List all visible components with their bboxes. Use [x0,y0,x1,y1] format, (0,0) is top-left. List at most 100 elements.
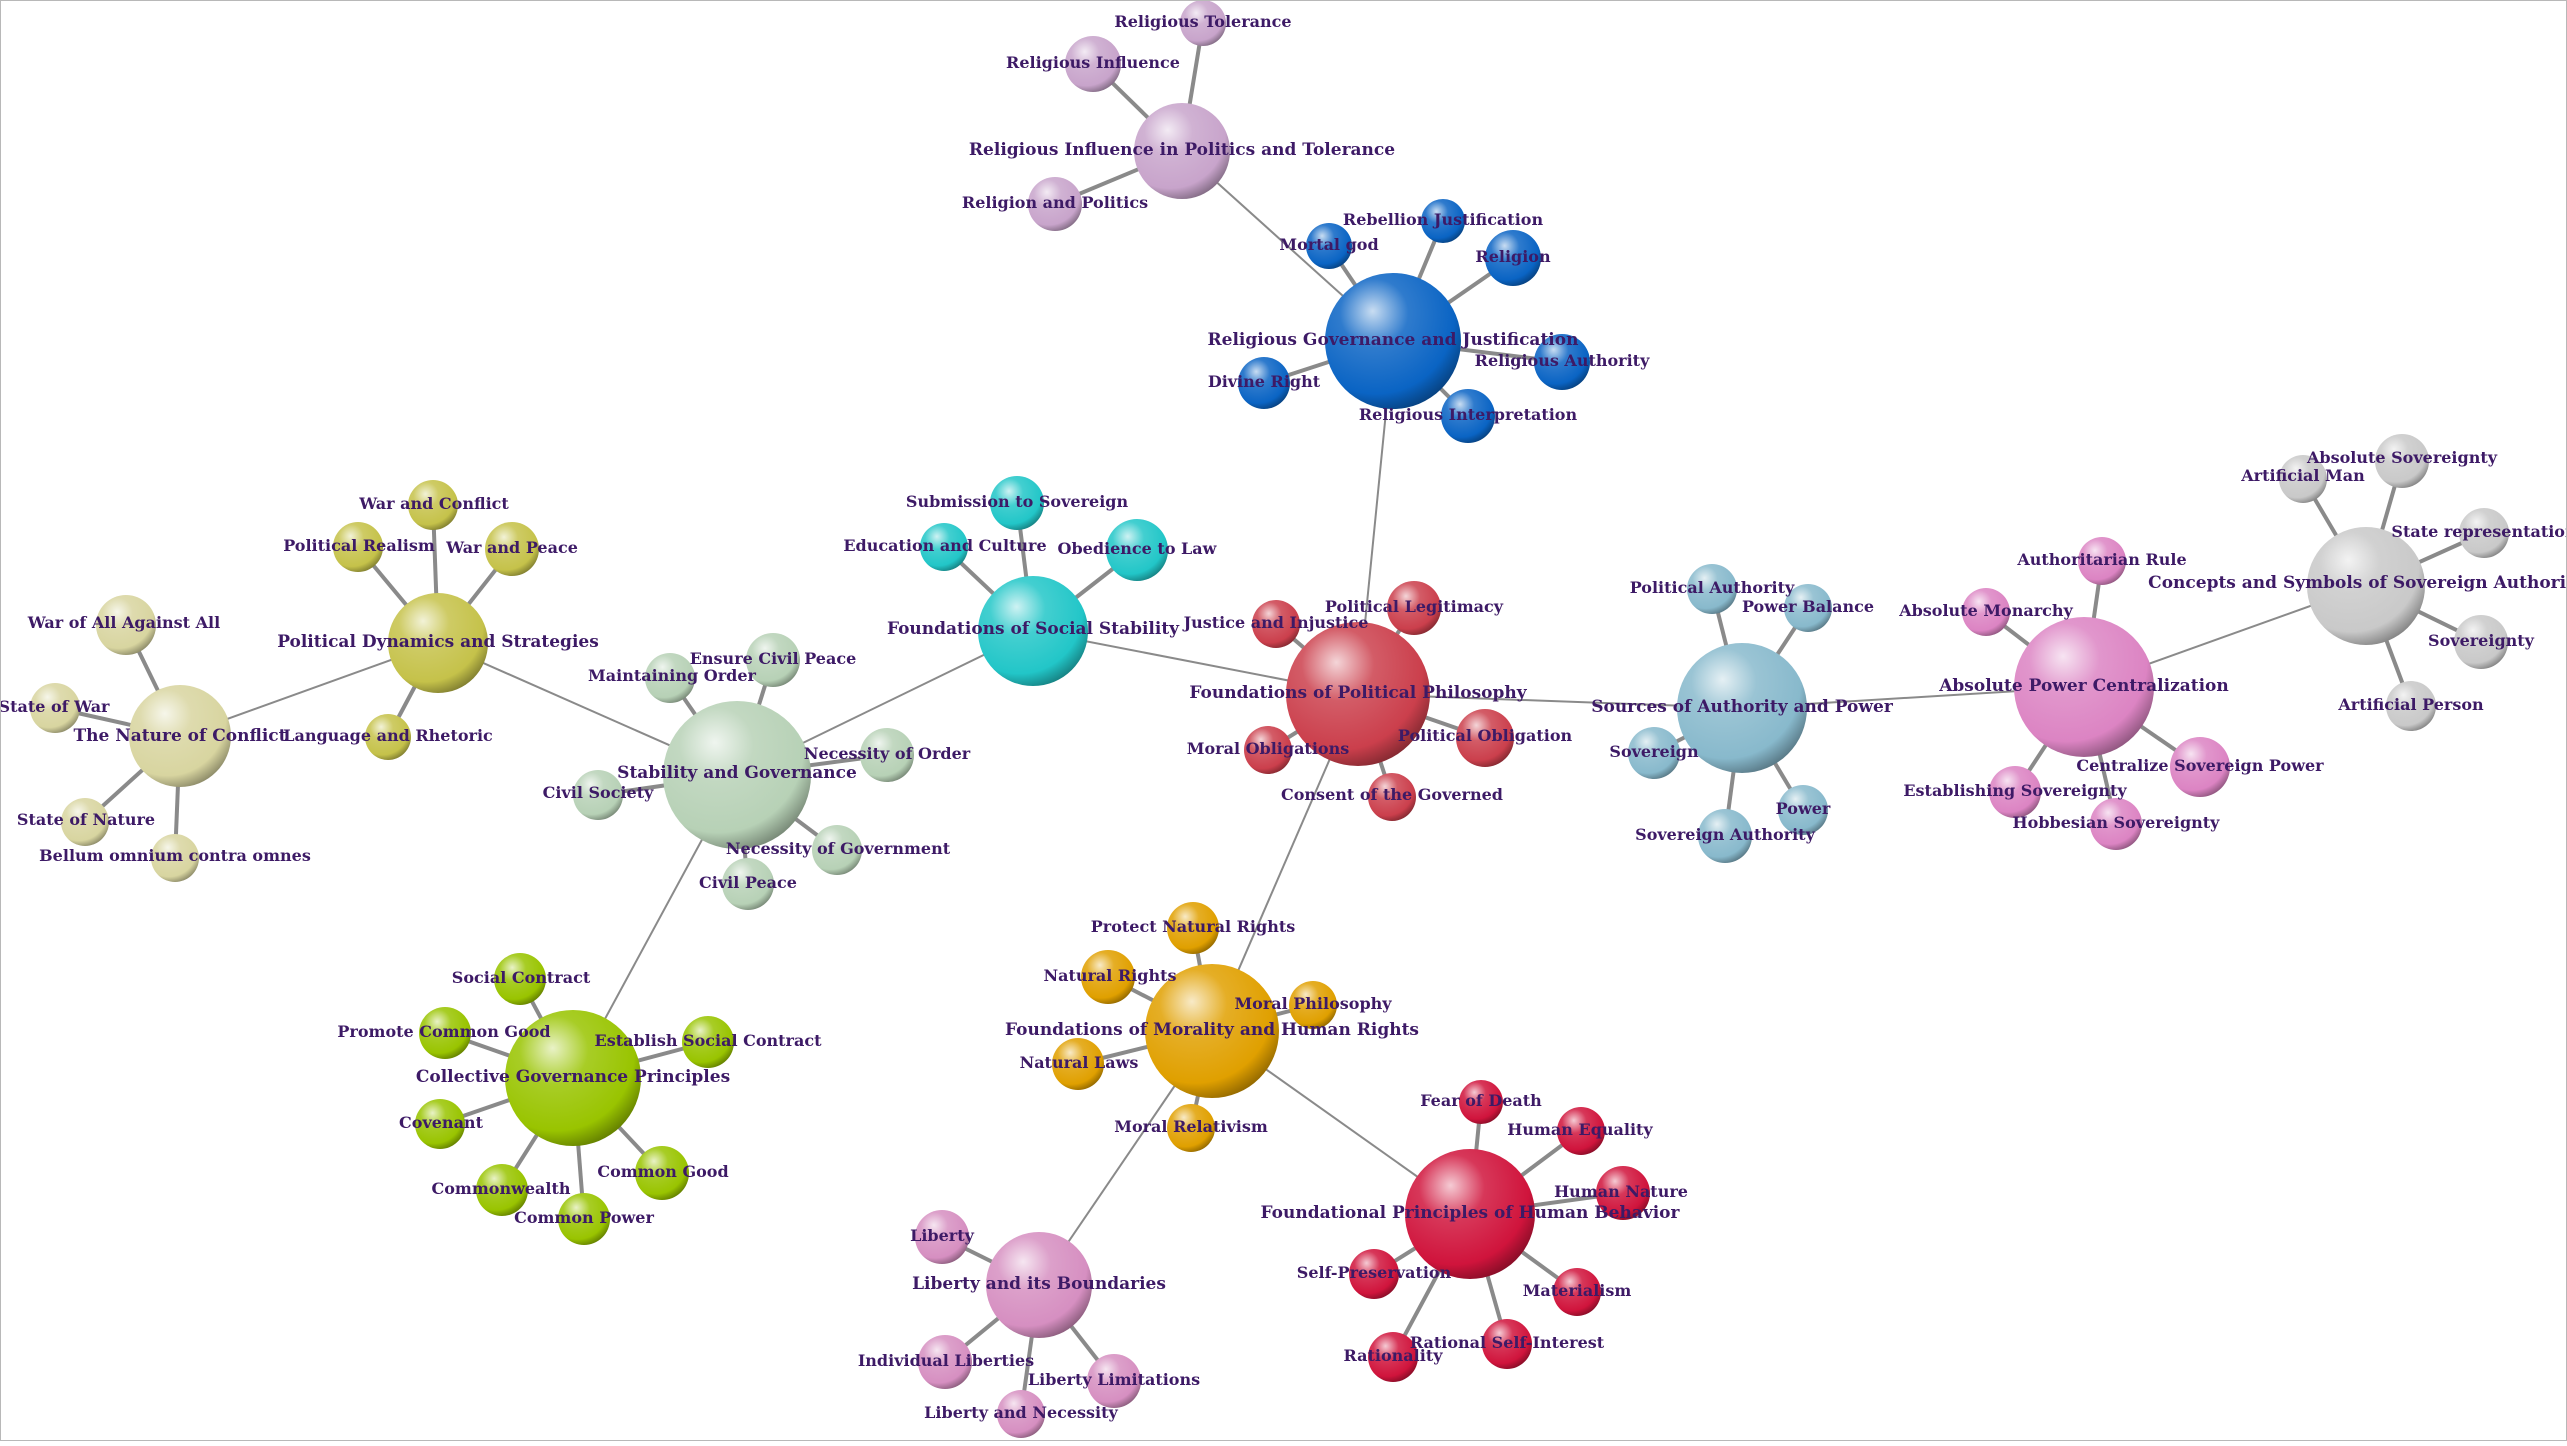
leaf-node-necessity-of-government[interactable] [812,825,862,875]
leaf-node-justice-and-injustice[interactable] [1252,600,1300,648]
leaf-node-political-obligation[interactable] [1456,709,1514,767]
leaf-node-consent-of-the-governed[interactable] [1368,773,1416,821]
leaf-node-religious-interpretation[interactable] [1441,389,1495,443]
leaf-node-social-contract[interactable] [494,953,546,1005]
leaf-label-state-of-nature: State of Nature [17,810,155,829]
leaf-node-promote-common-good[interactable] [419,1007,471,1059]
leaf-node-absolute-sovereignty[interactable] [2375,434,2429,488]
leaf-node-civil-society[interactable] [573,770,623,820]
leaf-node-hobbesian-sovereignty[interactable] [2090,798,2142,850]
leaf-label-civil-peace: Civil Peace [699,873,797,892]
hub-label-stability-and-governance: Stability and Governance [617,763,857,783]
hub-node-religious-influence-in-politics-and-tolerance[interactable] [1134,103,1230,199]
leaf-node-centralize-sovereign-power[interactable] [2170,737,2230,797]
hub-node-absolute-power-centralization[interactable] [2014,617,2154,757]
leaf-label-war-and-peace: War and Peace [445,538,578,557]
leaf-node-power[interactable] [1778,785,1828,835]
leaf-node-common-power[interactable] [558,1193,610,1245]
leaf-node-war-and-peace[interactable] [485,522,539,576]
leaf-node-common-good[interactable] [635,1146,689,1200]
hub-node-liberty-and-its-boundaries[interactable] [986,1232,1092,1338]
leaf-node-authoritarian-rule[interactable] [2078,537,2126,585]
leaf-node-moral-relativism[interactable] [1167,1104,1215,1152]
leaf-label-power: Power [1776,799,1831,818]
hub-node-sources-of-authority-and-power[interactable] [1677,643,1807,773]
leaf-node-bellum-omnium-contra-omnes[interactable] [151,834,199,882]
leaf-node-divine-right[interactable] [1238,357,1290,409]
leaf-node-moral-obligations[interactable] [1244,726,1292,774]
leaf-node-maintaining-order[interactable] [645,653,695,703]
hub-node-concepts-and-symbols-of-sovereign-authority[interactable] [2307,527,2425,645]
leaf-node-human-equality[interactable] [1557,1107,1605,1155]
leaf-node-liberty-and-necessity[interactable] [997,1390,1045,1438]
leaf-label-language-and-rhetoric: Language and Rhetoric [283,726,493,745]
leaf-node-sovereign-authority[interactable] [1698,809,1752,863]
leaf-node-state-representation[interactable] [2459,508,2509,558]
leaf-node-war-of-all-against-all[interactable] [96,595,156,655]
leaf-label-rebellion-justification: Rebellion Justification [1343,210,1544,229]
leaf-node-human-nature[interactable] [1596,1166,1650,1220]
leaf-node-religion[interactable] [1485,230,1541,286]
leaf-node-individual-liberties[interactable] [918,1335,972,1389]
leaf-node-political-realism[interactable] [333,522,383,572]
leaf-node-sovereignty[interactable] [2454,615,2508,669]
leaf-node-self-preservation[interactable] [1349,1249,1399,1299]
leaf-node-religious-influence[interactable] [1065,36,1121,92]
hub-label-religious-influence-in-politics-and-tolerance: Religious Influence in Politics and Tole… [969,140,1395,160]
hub-node-political-dynamics-and-strategies[interactable] [388,593,488,693]
leaf-label-sovereign: Sovereign [1609,742,1699,761]
leaf-label-liberty-and-necessity: Liberty and Necessity [924,1403,1118,1422]
leaf-node-ensure-civil-peace[interactable] [746,633,800,687]
leaf-node-war-and-conflict[interactable] [408,480,458,530]
leaf-node-rationality[interactable] [1368,1332,1418,1382]
hub-node-collective-governance-principles[interactable] [505,1010,641,1146]
leaf-node-language-and-rhetoric[interactable] [365,714,411,760]
leaf-node-sovereign[interactable] [1628,727,1680,779]
leaf-node-natural-rights[interactable] [1081,950,1135,1004]
leaf-node-education-and-culture[interactable] [920,523,968,571]
leaf-node-fear-of-death[interactable] [1459,1080,1503,1124]
leaf-node-artificial-person[interactable] [2386,681,2436,731]
leaf-node-political-legitimacy[interactable] [1387,581,1441,635]
leaf-node-liberty-limitations[interactable] [1087,1354,1141,1408]
leaf-node-religious-tolerance[interactable] [1180,0,1226,46]
leaf-label-political-authority: Political Authority [1630,578,1795,597]
leaf-label-hobbesian-sovereignty: Hobbesian Sovereignty [2013,813,2221,832]
leaf-node-commonwealth[interactable] [476,1164,528,1216]
leaf-node-natural-laws[interactable] [1052,1038,1104,1090]
leaf-label-ensure-civil-peace: Ensure Civil Peace [690,649,857,668]
hub-node-the-nature-of-conflict[interactable] [129,685,231,787]
hub-node-foundations-of-morality-and-human-rights[interactable] [1145,964,1279,1098]
leaf-node-rational-self-interest[interactable] [1482,1319,1532,1369]
hub-node-religious-governance-and-justification[interactable] [1325,273,1461,409]
leaf-node-artificial-man[interactable] [2279,455,2327,503]
leaf-node-obedience-to-law[interactable] [1106,519,1168,581]
leaf-node-power-balance[interactable] [1784,584,1832,632]
hub-node-foundational-principles-of-human-behavior[interactable] [1405,1149,1535,1279]
leaf-label-justice-and-injustice: Justice and Injustice [1182,613,1369,632]
leaf-node-establishing-sovereignty[interactable] [1989,766,2041,818]
leaf-node-liberty[interactable] [915,1210,969,1264]
leaf-node-state-of-nature[interactable] [61,798,109,846]
leaf-label-establish-social-contract: Establish Social Contract [595,1031,823,1050]
leaf-node-religious-authority[interactable] [1534,334,1590,390]
leaf-node-mortal-god[interactable] [1306,223,1352,269]
leaf-node-absolute-monarchy[interactable] [1962,588,2010,636]
hub-node-foundations-of-social-stability[interactable] [978,576,1088,686]
hub-node-stability-and-governance[interactable] [663,701,811,849]
leaf-node-covenant[interactable] [415,1099,465,1149]
leaf-node-submission-to-sovereign[interactable] [990,476,1044,530]
leaf-label-absolute-monarchy: Absolute Monarchy [1898,601,2073,620]
hub-node-foundations-of-political-philosophy[interactable] [1286,622,1430,766]
leaf-node-necessity-of-order[interactable] [860,728,914,782]
leaf-node-moral-philosophy[interactable] [1289,981,1337,1029]
leaf-node-state-of-war[interactable] [30,683,80,733]
leaf-node-political-authority[interactable] [1687,564,1737,614]
leaf-node-religion-and-politics[interactable] [1028,177,1082,231]
leaf-node-rebellion-justification[interactable] [1421,199,1465,243]
leaf-node-civil-peace[interactable] [722,858,774,910]
leaf-node-materialism[interactable] [1553,1268,1601,1316]
leaf-node-establish-social-contract[interactable] [682,1016,734,1068]
leaf-node-protect-natural-rights[interactable] [1167,902,1219,954]
leaf-label-necessity-of-government: Necessity of Government [726,839,951,858]
